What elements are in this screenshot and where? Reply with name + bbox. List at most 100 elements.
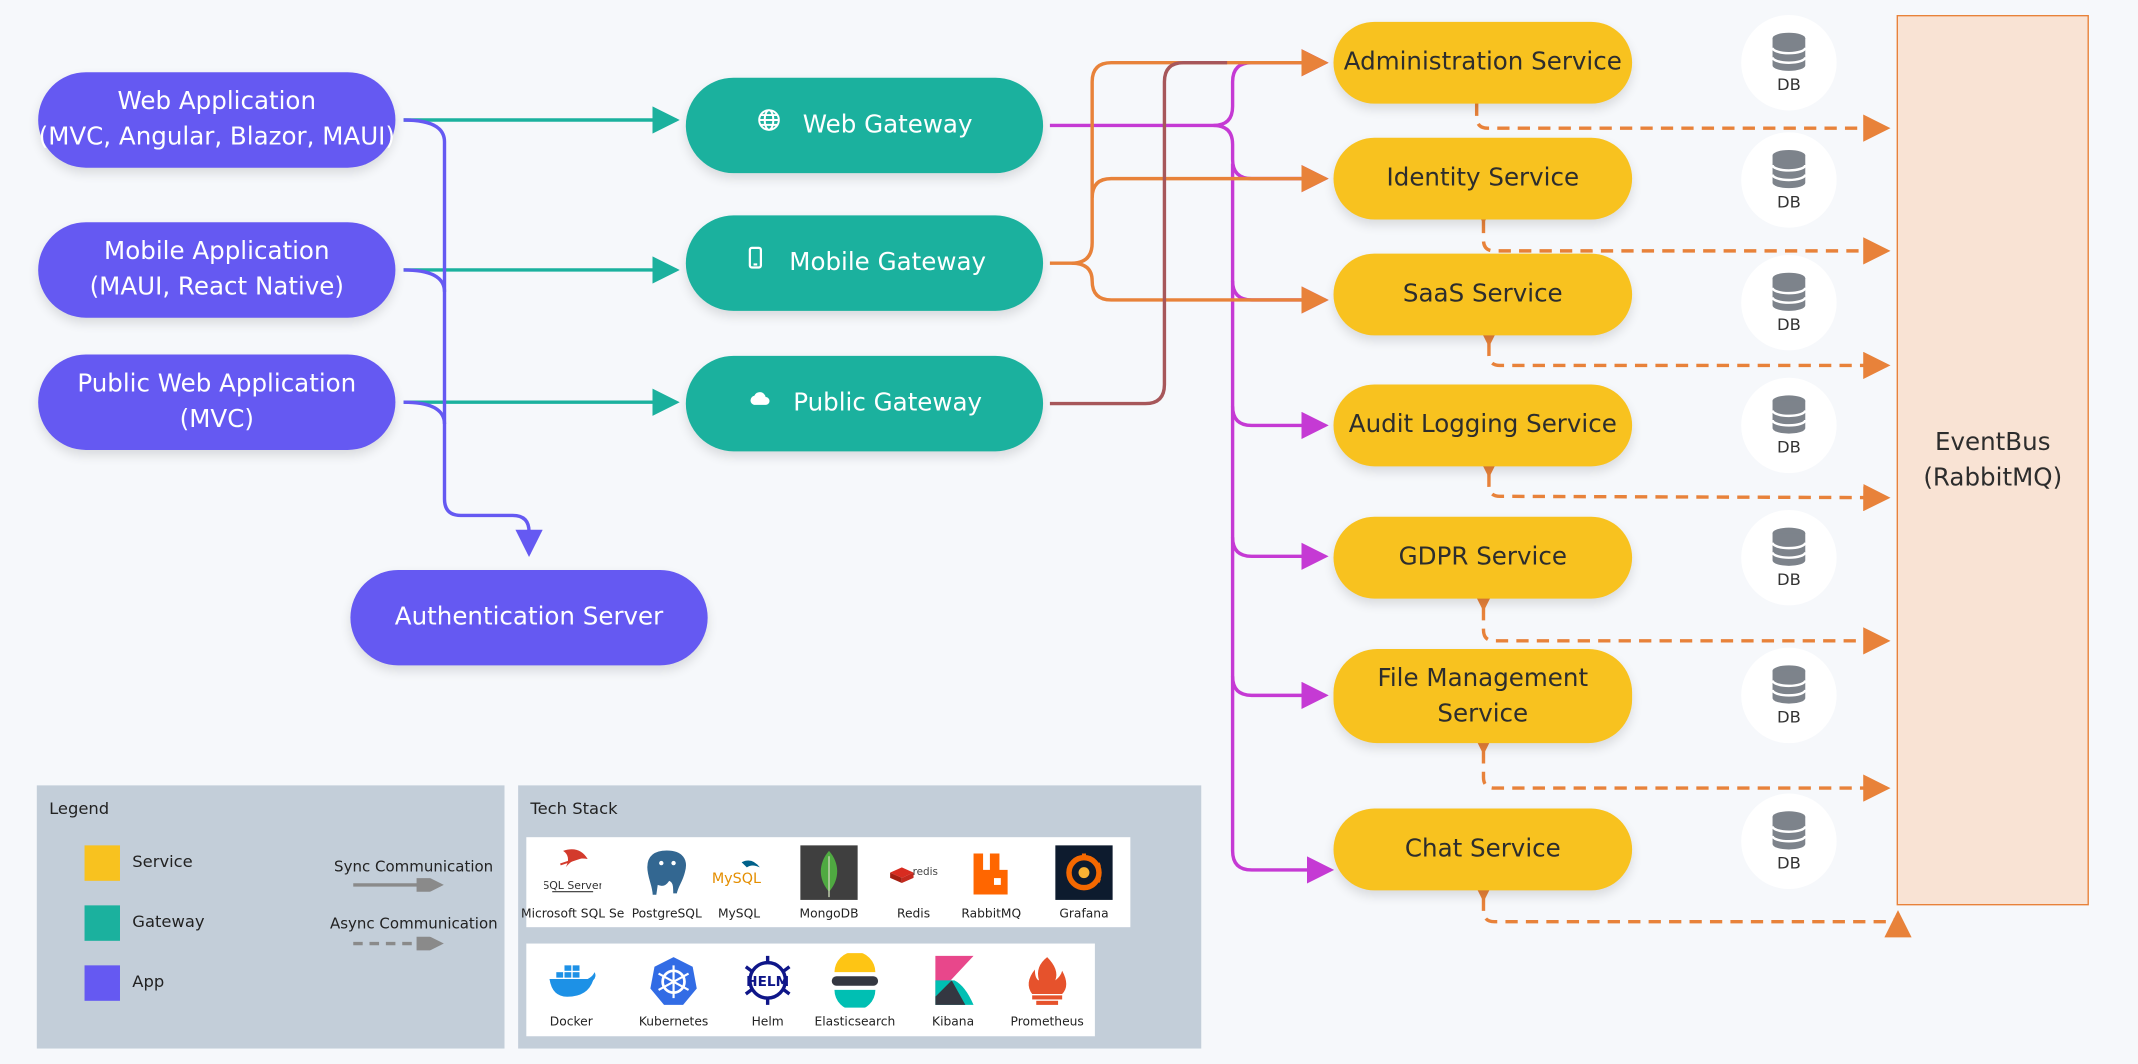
app-public-web-application[interactable]: Public Web Application (MVC) [38, 354, 396, 450]
database-icon [1771, 149, 1807, 189]
tech-redis: redis Redis [884, 845, 944, 922]
legend-async-arrow [353, 936, 444, 951]
eventbus-title: EventBus [1934, 427, 2051, 457]
tech-sqlserver: SQL Server Microsoft SQL Se [521, 845, 624, 922]
app-mobile-subtitle: (MAUI, React Native) [89, 272, 344, 302]
service-gdpr[interactable]: GDPR Service [1333, 516, 1633, 599]
tech-stack-row-2 [526, 943, 1095, 1037]
tech-postgresql: PostgreSQL [632, 845, 702, 922]
service-administration[interactable]: Administration Service [1333, 21, 1633, 104]
sqlserver-logo-text: SQL Server [544, 879, 601, 892]
tech-prometheus: Prometheus [1011, 953, 1084, 1029]
legend-swatch-service [84, 845, 120, 881]
authentication-server[interactable]: Authentication Server [350, 569, 708, 666]
app-public-subtitle: (MVC) [179, 404, 254, 434]
legend-app-label: App [132, 972, 165, 992]
eventbus[interactable]: EventBus (RabbitMQ) [1896, 14, 2089, 906]
app-to-gateway-lines [403, 106, 680, 416]
legend-swatch-gateway [84, 905, 120, 941]
database-identity: DB [1741, 132, 1837, 228]
app-web-title: Web Application [117, 87, 317, 116]
gateway-web[interactable]: Web Gateway [685, 77, 1044, 174]
service-audit-logging-label: Audit Logging Service [1348, 410, 1617, 440]
app-web-subtitle: (MVC, Angular, Blazor, MAUI) [38, 122, 395, 152]
async-lines [1463, 79, 1912, 938]
tech-name: PostgreSQL [631, 908, 702, 922]
tech-name: Prometheus [1010, 1015, 1084, 1030]
database-chat: DB [1741, 793, 1837, 890]
gateway-mobile[interactable]: Mobile Gateway [685, 215, 1044, 311]
postgresql-elephant-icon [638, 845, 695, 900]
database-gdpr: DB [1741, 509, 1837, 606]
redis-cube-icon: redis [885, 845, 942, 900]
tech-stack-panel: Tech Stack SQL Server Microsoft SQL Se P… [518, 785, 1202, 1049]
database-label: DB [1776, 707, 1801, 727]
tech-name: Grafana [1059, 908, 1109, 922]
kibana-logo-icon [924, 953, 981, 1008]
service-saas[interactable]: SaaS Service [1333, 253, 1633, 336]
public-gateway-line [1049, 61, 1228, 406]
legend-title: Legend [49, 799, 110, 819]
legend-swatch-app [84, 965, 120, 1001]
app-mobile-application[interactable]: Mobile Application(MAUI, React Native) [38, 222, 396, 318]
auth-server-label: Authentication Server [394, 602, 664, 632]
prometheus-flame-icon [1019, 953, 1076, 1008]
database-icon [1771, 527, 1807, 566]
tech-name: Elasticsearch [814, 1015, 896, 1030]
app-web-application[interactable]: Web Application (MVC, Angular, Blazor, MA… [38, 72, 396, 168]
docker-whale-icon [543, 953, 600, 1008]
service-chat[interactable]: Chat Service [1333, 808, 1633, 891]
legend-sync-arrow [353, 878, 444, 892]
database-label: DB [1776, 74, 1801, 95]
legend-gateway-label: Gateway [132, 912, 205, 932]
tech-kibana: Kibana [924, 953, 981, 1029]
sqlserver-logo-icon: SQL Server [544, 845, 601, 900]
cloud-icon [747, 386, 772, 421]
legend-async-label: Async Communication [329, 914, 498, 933]
mobile-gateway-lines [1049, 49, 1329, 314]
elasticsearch-logo-icon [826, 953, 883, 1008]
tech-mysql: MySQL MySQL [709, 845, 769, 922]
mobile-phone-icon [743, 245, 768, 280]
service-identity-label: Identity Service [1386, 163, 1580, 193]
legend-service-label: Service [132, 852, 193, 872]
database-icon [1771, 811, 1807, 850]
tech-name: Microsoft SQL Se [521, 908, 625, 922]
database-icon [1771, 665, 1807, 704]
tech-name: Redis [896, 908, 931, 922]
database-label: DB [1776, 314, 1801, 335]
app-public-title: Public Web Application [77, 369, 357, 399]
database-file-management: DB [1741, 647, 1837, 744]
tech-mongodb: MongoDB [799, 845, 859, 922]
tech-rabbitmq: RabbitMQ [961, 845, 1022, 922]
tech-elasticsearch: Elasticsearch [815, 953, 895, 1029]
redis-logo-text: redis [913, 866, 938, 878]
service-chat-label: Chat Service [1404, 834, 1561, 864]
rabbitmq-logo-icon [963, 845, 1020, 900]
tech-kubernetes: Kubernetes [639, 953, 708, 1029]
service-identity[interactable]: Identity Service [1333, 137, 1633, 220]
database-saas: DB [1741, 254, 1837, 351]
gateway-mobile-label: Mobile Gateway [789, 248, 987, 277]
database-icon [1771, 32, 1807, 71]
service-audit-logging[interactable]: Audit Logging Service [1333, 384, 1633, 467]
database-label: DB [1776, 569, 1801, 590]
eventbus-subtitle: (RabbitMQ) [1923, 462, 2063, 492]
tech-name: Docker [549, 1015, 593, 1030]
gateway-public[interactable]: Public Gateway [685, 355, 1044, 452]
tech-name: Helm [751, 1015, 784, 1030]
database-administration: DB [1741, 14, 1837, 111]
database-icon [1771, 272, 1807, 311]
app-to-auth-lines [403, 118, 543, 557]
service-gdpr-label: GDPR Service [1398, 542, 1567, 572]
gateway-public-label: Public Gateway [793, 388, 983, 418]
tech-name: Kubernetes [638, 1015, 709, 1030]
kubernetes-helm-wheel-icon [645, 953, 702, 1008]
tech-name: RabbitMQ [961, 908, 1022, 922]
service-saas-label: SaaS Service [1402, 279, 1563, 309]
mysql-logo-text: MySQL [712, 871, 761, 887]
database-icon [1771, 395, 1807, 434]
tech-name: MySQL [717, 908, 761, 922]
